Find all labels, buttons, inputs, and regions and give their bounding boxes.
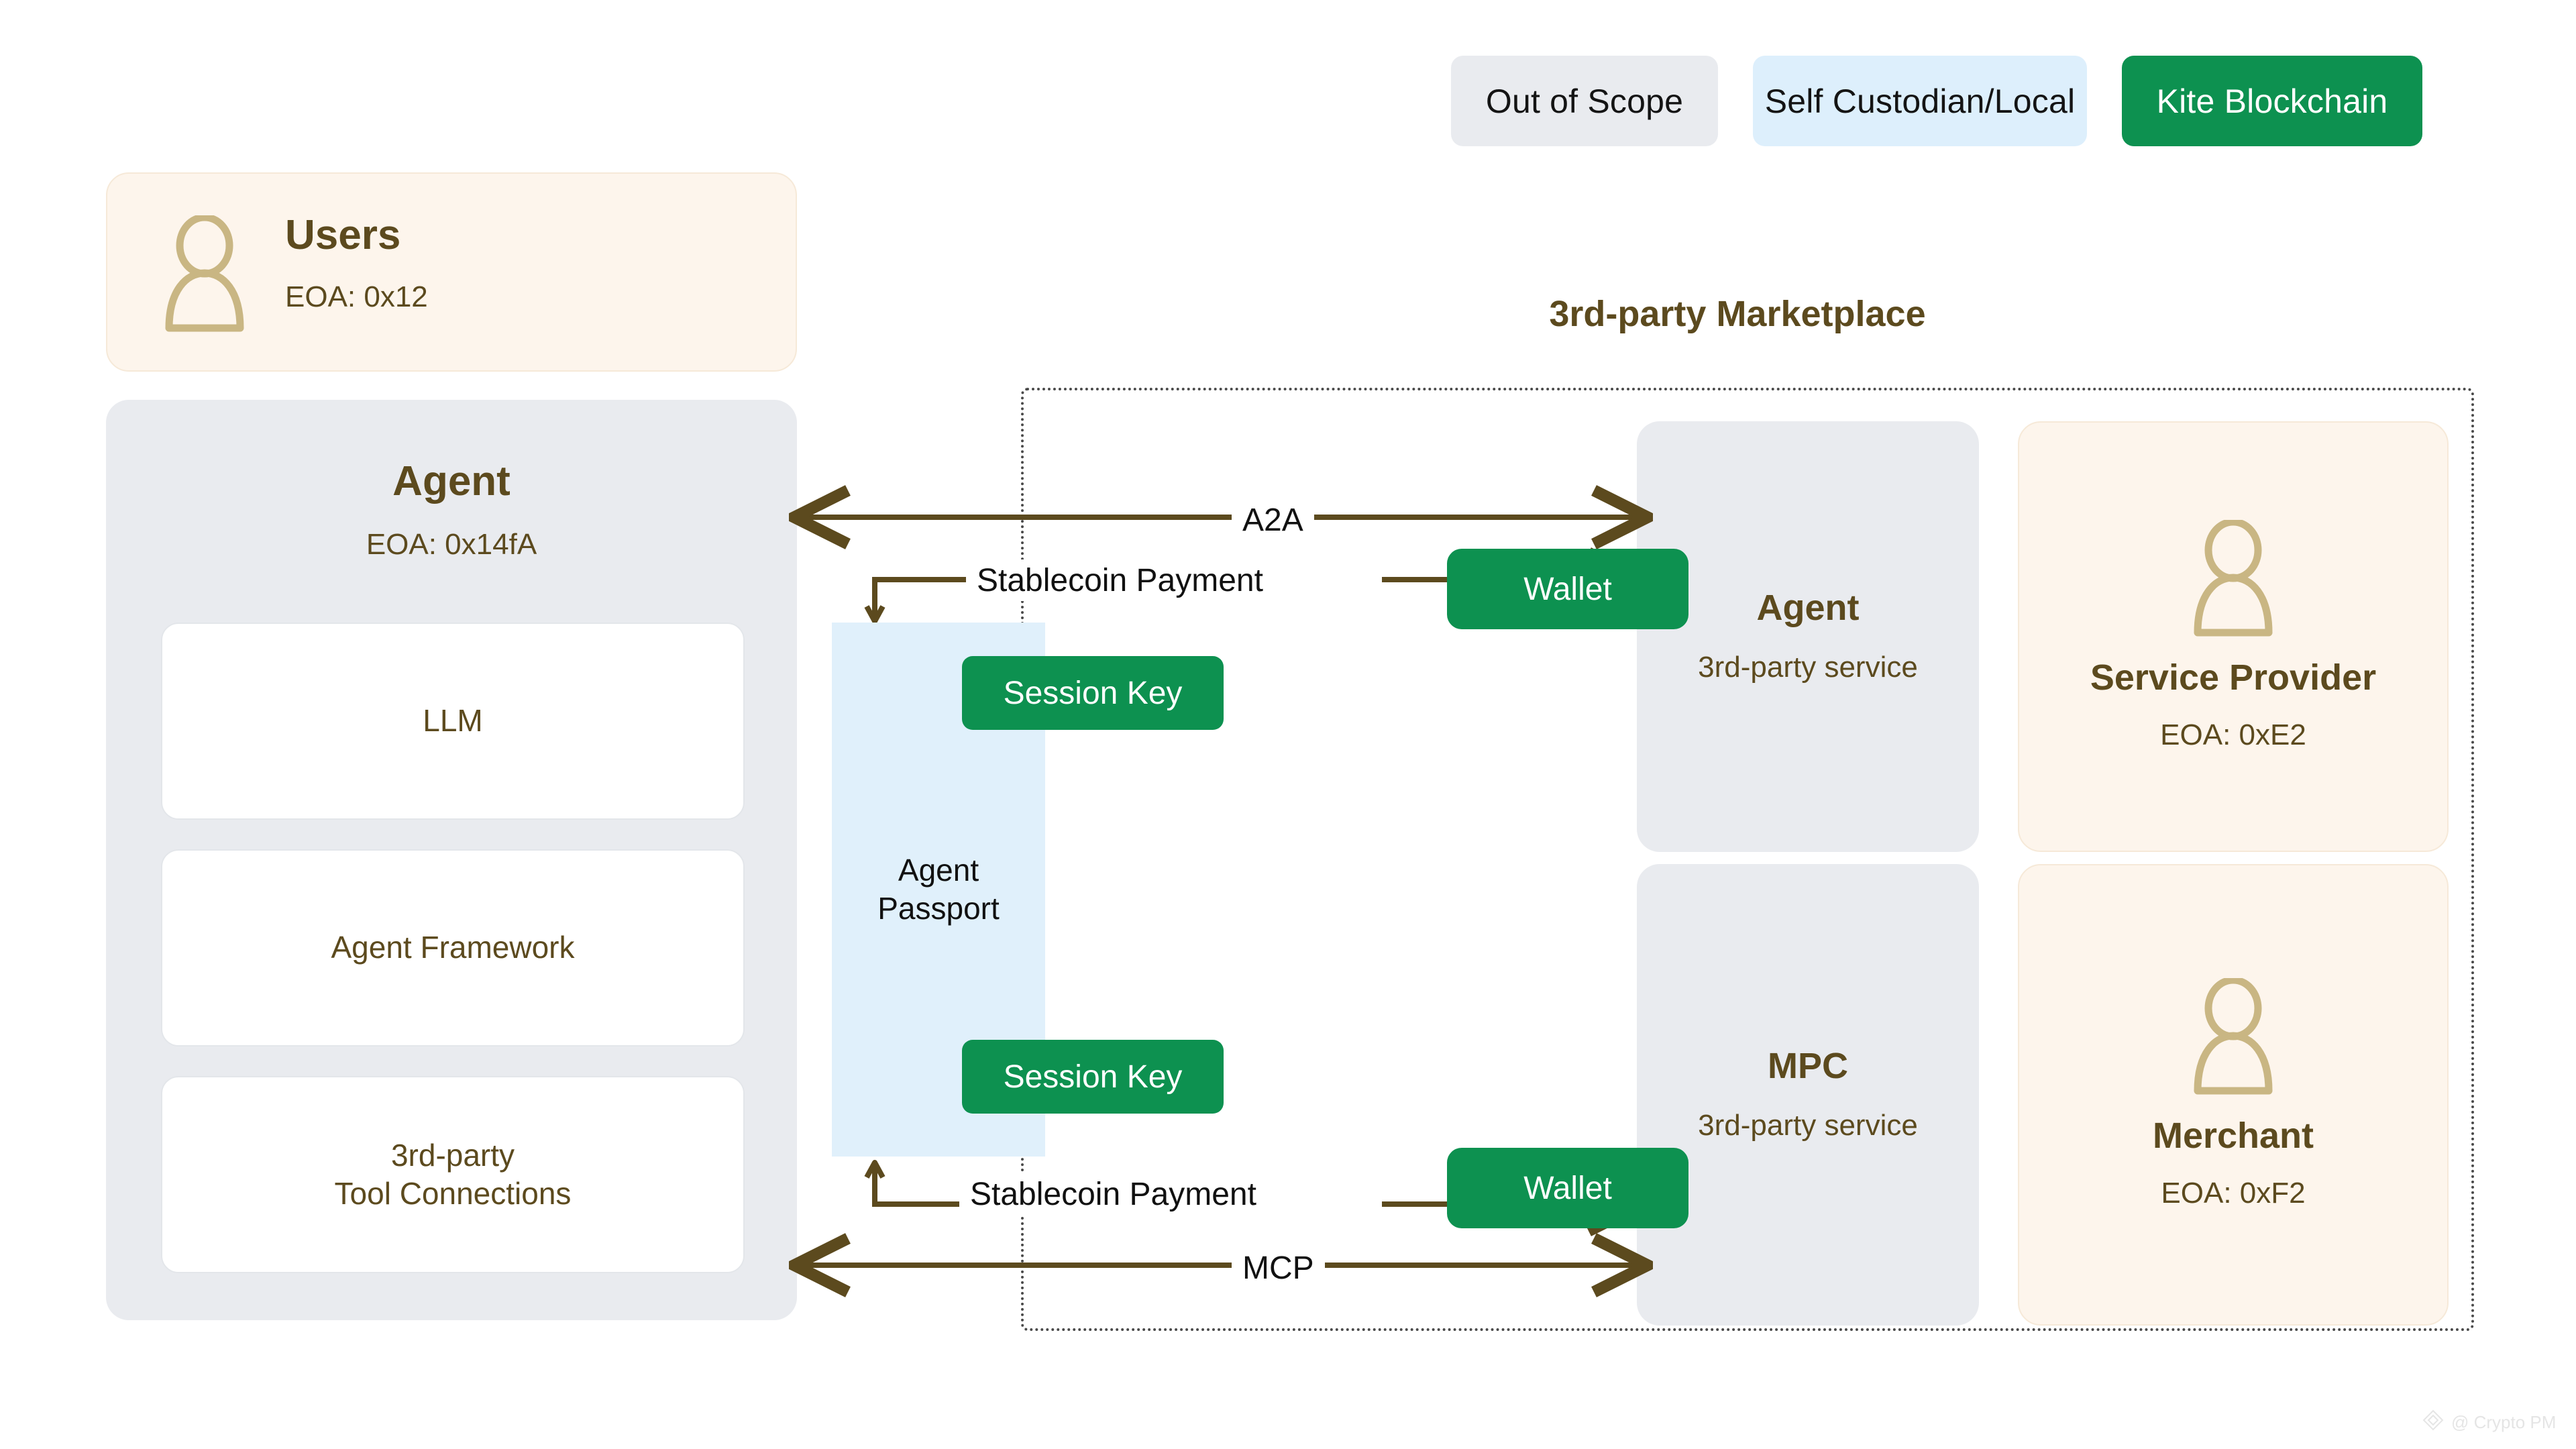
arrow-label-mcp: MCP (1232, 1247, 1325, 1289)
legend-label: Kite Blockchain (2156, 82, 2388, 120)
session-key-label: Session Key (1003, 675, 1183, 711)
legend-chip-out-of-scope[interactable]: Out of Scope (1451, 56, 1718, 146)
person-icon (154, 213, 255, 333)
marketplace-card-service-provider[interactable]: Service Provider EOA: 0xE2 (2018, 421, 2449, 852)
agent-panel-title: Agent (392, 458, 511, 504)
watermark-text: @ Crypto PM (2451, 1412, 2557, 1432)
agent-module-llm[interactable]: LLM (161, 623, 745, 820)
person-icon (2183, 976, 2284, 1095)
users-title: Users (285, 212, 401, 258)
card-title: MPC (1768, 1046, 1848, 1087)
agent-panel[interactable]: Agent EOA: 0x14fA LLM Agent Framework 3r… (106, 400, 797, 1320)
wallet-label: Wallet (1523, 1170, 1612, 1206)
agent-panel-eoa: EOA: 0x14fA (366, 528, 537, 561)
card-title: Agent (1756, 588, 1860, 629)
agent-module-label: 3rd-party Tool Connections (334, 1137, 572, 1212)
wallet-label: Wallet (1523, 571, 1612, 607)
arrow-mcp (785, 1241, 1657, 1295)
arrow-label-a2a: A2A (1232, 499, 1314, 541)
wallet-top[interactable]: Wallet (1447, 549, 1688, 629)
legend-label: Out of Scope (1485, 82, 1684, 120)
card-subtitle: EOA: 0xE2 (2160, 718, 2306, 752)
agent-module-label: LLM (423, 703, 483, 739)
card-subtitle: EOA: 0xF2 (2161, 1177, 2306, 1210)
session-key-top[interactable]: Session Key (962, 656, 1224, 730)
marketplace-card-merchant[interactable]: Merchant EOA: 0xF2 (2018, 864, 2449, 1326)
agent-module-label: Agent Framework (331, 930, 575, 965)
watermark: @ Crypto PM (2422, 1409, 2556, 1436)
arrow-label-stablecoin-top: Stablecoin Payment (966, 559, 1274, 601)
arrow-label-stablecoin-bottom: Stablecoin Payment (959, 1173, 1267, 1215)
card-subtitle: 3rd-party service (1698, 1108, 1918, 1142)
marketplace-card-agent-3p[interactable]: Agent 3rd-party service (1637, 421, 1979, 852)
legend-chip-self-custodian[interactable]: Self Custodian/Local (1753, 56, 2087, 146)
marketplace-card-mpc[interactable]: MPC 3rd-party service (1637, 864, 1979, 1326)
card-subtitle: 3rd-party service (1698, 650, 1918, 684)
session-key-label: Session Key (1003, 1059, 1183, 1095)
wallet-bottom[interactable]: Wallet (1447, 1148, 1688, 1228)
legend-chip-kite-blockchain[interactable]: Kite Blockchain (2122, 56, 2422, 146)
session-key-bottom[interactable]: Session Key (962, 1040, 1224, 1114)
card-title: Service Provider (2090, 657, 2377, 698)
agent-module-framework[interactable]: Agent Framework (161, 849, 745, 1046)
card-title: Merchant (2152, 1115, 2314, 1156)
agent-passport-label: Agent Passport (877, 852, 1000, 926)
legend-label: Self Custodian/Local (1764, 82, 2076, 120)
diamond-logo-icon (2422, 1409, 2445, 1436)
person-icon (2183, 518, 2284, 637)
arrow-a2a (785, 493, 1657, 547)
agent-module-tool-connections[interactable]: 3rd-party Tool Connections (161, 1076, 745, 1273)
users-card[interactable]: Users EOA: 0x12 (106, 172, 797, 372)
marketplace-title: 3rd-party Marketplace (1549, 294, 1926, 334)
users-eoa: EOA: 0x12 (285, 280, 428, 313)
